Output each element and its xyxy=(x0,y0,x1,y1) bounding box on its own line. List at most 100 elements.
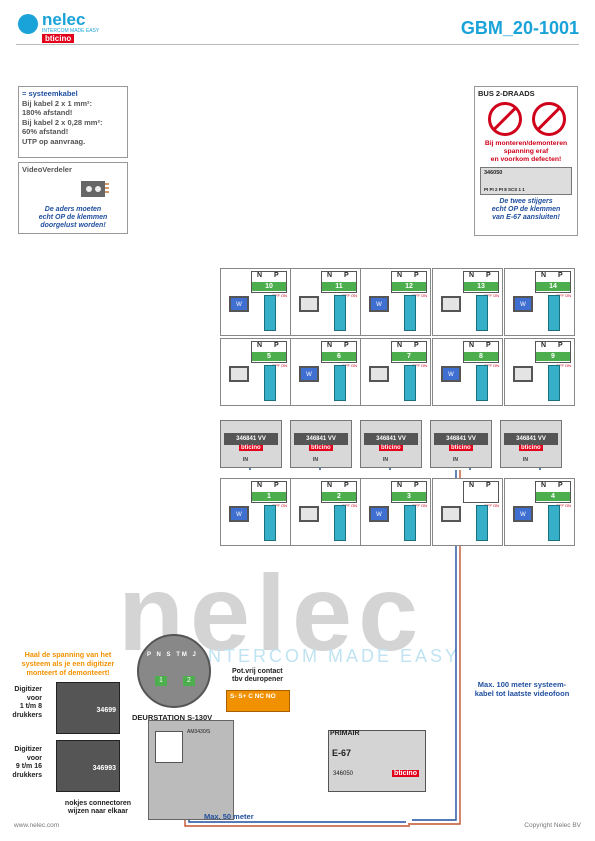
bus-2-draads-panel: BUS 2-DRAADS Bij monteren/demonteren spa… xyxy=(474,86,578,236)
device-code: 346050 xyxy=(484,170,503,176)
vv-label: 346841 VV xyxy=(224,433,278,445)
monitor-screen-icon: W xyxy=(441,366,461,382)
note-line: echt OP de klemmen xyxy=(491,206,561,213)
n-label: N xyxy=(257,342,263,349)
digitizer-code: 346993 xyxy=(92,765,116,772)
warning-line: systeem als je een digitizer xyxy=(21,659,115,668)
monitor-number: 3 xyxy=(392,492,426,501)
zoom-number: 1 xyxy=(155,676,167,686)
monitor-screen-icon: W xyxy=(513,506,533,522)
label-line: tbv deuropener xyxy=(232,676,283,683)
label-line: Pot.vrij contact xyxy=(232,668,283,675)
potvrij-contact: S- S+ C NC NO xyxy=(226,690,290,712)
n-label: N xyxy=(327,272,333,279)
header-divider xyxy=(16,44,579,45)
screen-letter: W xyxy=(236,302,242,308)
n-label: N xyxy=(541,342,547,349)
device-terminals: PI PI 2 PI 8 SCS 1 1 xyxy=(484,187,525,192)
contact-label: Pot.vrij contact tbv deuropener xyxy=(232,668,283,684)
label-line: drukkers xyxy=(12,771,42,779)
monitor-number: 10 xyxy=(252,282,286,291)
digitizer-1-label: Digitizer voor 1 t/m 8 drukkers xyxy=(6,686,42,720)
n-label: N xyxy=(257,482,263,489)
watermark-tagline: INTERCOM MADE EASY xyxy=(200,646,461,666)
monitor-screen-icon: W xyxy=(299,366,319,382)
screen-letter: W xyxy=(448,372,454,378)
vv-in: IN xyxy=(243,457,248,463)
p-label: P xyxy=(558,482,563,489)
systeemkabel-legend: = systeemkabel Bij kabel 2 x 1 mm²: 180%… xyxy=(18,86,128,158)
terminal-strip-icon xyxy=(476,505,488,541)
p-label: P xyxy=(344,342,349,349)
note-line: wijzen naar elkaar xyxy=(68,808,128,815)
terminal-strip-icon xyxy=(548,295,560,331)
terminal-zoom-detail: P N S TM J 1 2 xyxy=(137,634,211,708)
p-label: P xyxy=(486,342,491,349)
monitor-number: 11 xyxy=(322,282,356,291)
systeemkabel-line: UTP op aanvraag. xyxy=(22,136,86,146)
screen-letter: W xyxy=(520,512,526,518)
brand-tagline: INTERCOM MADE EASY xyxy=(42,28,100,34)
vv-in: IN xyxy=(383,457,388,463)
document-id: GBM_20-1001 xyxy=(460,18,579,38)
p-label: P xyxy=(414,272,419,279)
e67-power-supply: bticino 346050 xyxy=(328,730,426,792)
terminal-strip-icon xyxy=(476,365,488,401)
terminal-strip-icon xyxy=(264,365,276,401)
vv-in: IN xyxy=(453,457,458,463)
digitizer-code: 34699 xyxy=(96,707,116,714)
terminal-strip-icon xyxy=(264,505,276,541)
monitor-number: 7 xyxy=(392,352,426,361)
p-label: P xyxy=(414,342,419,349)
no-voltage-icon xyxy=(532,102,566,136)
bus-warning: Bij monteren/demonteren spanning eraf en… xyxy=(478,140,574,164)
n-label: N xyxy=(257,272,263,279)
monitor-number: 14 xyxy=(536,282,570,291)
terminal-block-icon xyxy=(81,181,109,197)
vv-brand: bticino xyxy=(239,445,263,451)
note-line: De aders moeten xyxy=(44,206,102,213)
p-label: P xyxy=(274,342,279,349)
zoom-header: P N S TM J xyxy=(147,652,198,658)
terminal-strip-icon xyxy=(334,505,346,541)
monitor-number: 5 xyxy=(252,352,286,361)
label-line: Digitizer xyxy=(14,746,42,753)
monitor-number: 4 xyxy=(536,492,570,501)
p-label: P xyxy=(414,482,419,489)
monitor-number: 2 xyxy=(322,492,356,501)
vv-brand: bticino xyxy=(309,445,333,451)
voltage-warning: Haal de spanning van het systeem als je … xyxy=(8,650,128,677)
p-label: P xyxy=(558,342,563,349)
vv-brand: bticino xyxy=(379,445,403,451)
e67-code: 346050 xyxy=(333,771,354,777)
monitor-screen-icon xyxy=(299,506,319,522)
screen-letter: W xyxy=(306,372,312,378)
e67-mini-device: 346050 PI PI 2 PI 8 SCS 1 1 xyxy=(480,167,572,195)
n-label: N xyxy=(469,482,475,489)
warning-line: Bij monteren/demonteren xyxy=(484,140,568,147)
vv-label: 346841 VV xyxy=(434,433,488,445)
videoverdeler-title: VideoVerdeler xyxy=(22,165,72,174)
monitor-number: 8 xyxy=(464,352,498,361)
terminal-strip-icon xyxy=(404,295,416,331)
label-line: drukkers xyxy=(12,711,42,719)
screen-letter: W xyxy=(520,302,526,308)
note-line: kabel tot laatste videofoon xyxy=(474,689,570,698)
monitor-number: 9 xyxy=(536,352,570,361)
terminal-strip-icon xyxy=(548,365,560,401)
digitizer-2: 346993 xyxy=(56,740,120,792)
contact-terminals: S- S+ C NC NO xyxy=(230,693,276,700)
warning-line: en voorkom defecten! xyxy=(490,156,562,163)
partner-brand: bticino xyxy=(42,34,75,43)
